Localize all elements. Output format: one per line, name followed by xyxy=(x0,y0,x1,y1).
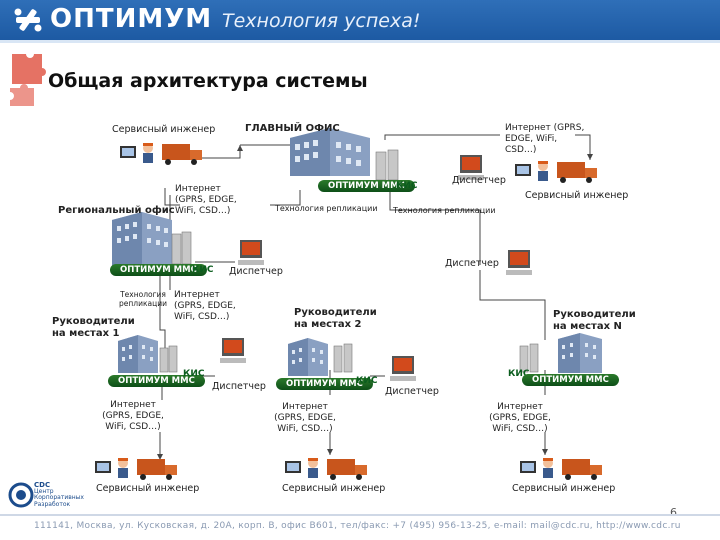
optimum-mms-bar: ОПТИМУМ ММС xyxy=(522,374,619,386)
kis-label: КИС xyxy=(192,265,214,275)
kis-label: КИС xyxy=(356,376,378,386)
header-bar xyxy=(0,0,720,40)
site-n-managers-label: Руководители на местах N xyxy=(553,309,636,332)
replication-label: Технология репликации xyxy=(119,290,167,308)
dispatcher-label: Диспетчер xyxy=(385,386,439,397)
page-number: 6 xyxy=(670,506,677,519)
header-divider xyxy=(0,40,720,43)
dispatcher-label: Диспетчер xyxy=(229,266,283,277)
brand-slogan: Технология успеха! xyxy=(222,10,421,32)
service-engineer-label: Сервисный инженер xyxy=(112,124,216,135)
kis-label: КИС xyxy=(508,369,530,379)
regional-office-label: Региональный офис xyxy=(58,205,175,216)
dispatcher-label: Диспетчер xyxy=(452,175,506,186)
building-icon xyxy=(112,128,602,376)
footer-address: 111141, Москва, ул. Кусковская, д. 20А, … xyxy=(34,521,681,531)
puzzle-decoration-icon xyxy=(10,54,46,106)
optimum-mms-bar: ОПТИМУМ ММС xyxy=(108,375,205,387)
brand-name: ОПТИМУМ xyxy=(50,4,213,34)
internet-label: Интернет (GPRS, EDGE, WiFi, CSD…) xyxy=(175,184,237,216)
internet-label: Интернет (GPRS, EDGE, WiFi, CSD…) xyxy=(102,400,164,432)
optimum-logo-icon xyxy=(14,8,42,32)
replication-label: Технология репликации xyxy=(393,206,496,215)
internet-label: Интернет (GPRS, EDGE, WiFi, CSD…) xyxy=(174,290,236,322)
cdc-logo-text: CDC Центр Корпоративных Разработок xyxy=(34,481,84,508)
optimum-mms-bar: ОПТИМУМ ММС xyxy=(318,180,415,192)
service-engineer-label: Сервисный инженер xyxy=(96,483,200,494)
optimum-mms-bar: ОПТИМУМ ММС xyxy=(276,378,373,390)
kis-label: КИС xyxy=(183,369,205,379)
site-2-managers-label: Руководители на местах 2 xyxy=(294,307,377,330)
internet-label: Интернет (GPRS, EDGE, WiFi, CSD…) xyxy=(274,402,336,434)
internet-label: Интернет (GPRS, EDGE, WiFi, CSD…) xyxy=(489,402,551,434)
replication-label: Технология репликации xyxy=(275,204,378,213)
dispatcher-label: Диспетчер xyxy=(445,258,499,269)
internet-label: Интернет (GPRS, EDGE, WiFi, CSD…) xyxy=(505,123,585,155)
cdc-logo-icon xyxy=(8,482,34,508)
optimum-mms-bar: ОПТИМУМ ММС xyxy=(110,264,207,276)
footer-divider xyxy=(0,514,720,516)
site-1-managers-label: Руководители на местах 1 xyxy=(52,316,135,339)
head-office-label: ГЛАВНЫЙ ОФИС xyxy=(245,123,340,134)
slide-title: Общая архитектура системы xyxy=(48,70,368,92)
service-engineer-label: Сервисный инженер xyxy=(282,483,386,494)
service-engineer-label: Сервисный инженер xyxy=(525,190,629,201)
service-engineer-label: Сервисный инженер xyxy=(512,483,616,494)
dispatcher-label: Диспетчер xyxy=(212,381,266,392)
kis-label: КИС xyxy=(396,181,418,191)
